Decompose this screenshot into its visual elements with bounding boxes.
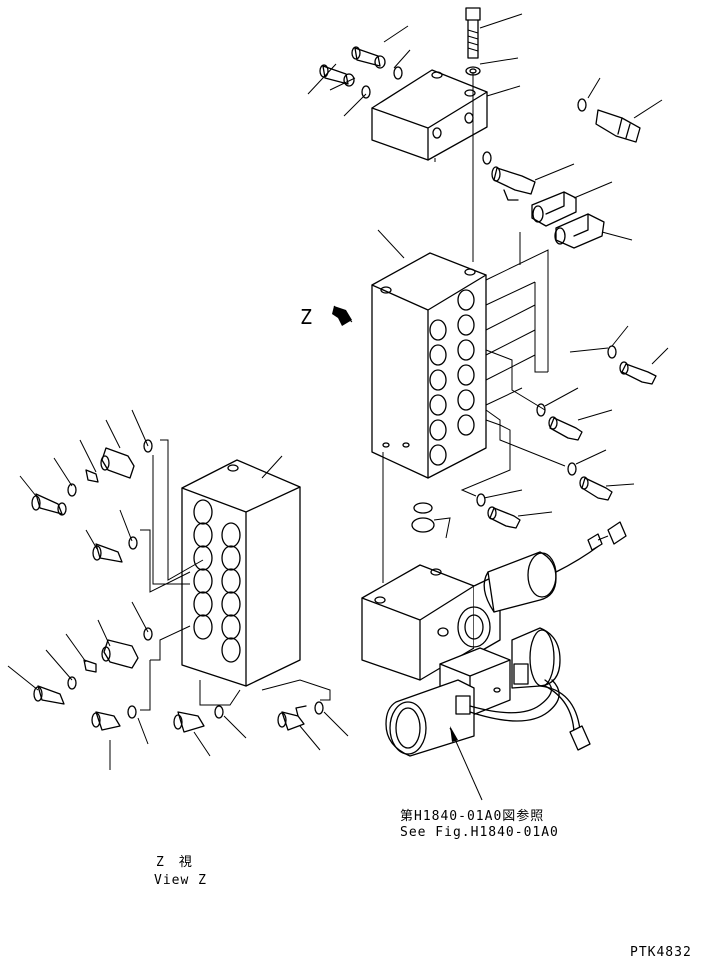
pressure-switch-3 — [554, 213, 605, 249]
main-valve-block — [371, 252, 487, 479]
callout-leaders — [7, 13, 669, 770]
view-z-arrow — [332, 305, 353, 326]
fitting-upper-left — [319, 46, 403, 99]
view-z-lines — [140, 439, 331, 711]
fitting-right-4 — [476, 493, 521, 529]
o-rings-lower — [411, 502, 451, 539]
pressure-switch-1 — [577, 98, 641, 143]
view-z-block — [181, 459, 301, 687]
fitting-right-3 — [567, 462, 613, 501]
pressure-switch-2 — [531, 191, 577, 227]
assembly-guides — [382, 158, 436, 583]
reference-note-en: See Fig.H1840-01A0 — [400, 825, 559, 840]
view-z-label: Z — [300, 305, 312, 329]
view-z-fittings — [31, 439, 324, 733]
fitting-upper-right — [482, 151, 536, 201]
reference-note-jp: 第H1840-01A0図参照 — [400, 808, 544, 824]
upper-block — [371, 69, 488, 161]
view-caption-jp: Z 視 — [156, 855, 193, 870]
fitting-right-2 — [536, 403, 583, 441]
bolt — [465, 7, 481, 262]
drawing-number: PTK4832 — [630, 945, 692, 960]
solenoid-valve-assembly — [361, 521, 627, 801]
fitting-right-1 — [607, 345, 657, 385]
view-caption-en: View Z — [154, 873, 207, 888]
connection-lines-right — [460, 232, 609, 497]
